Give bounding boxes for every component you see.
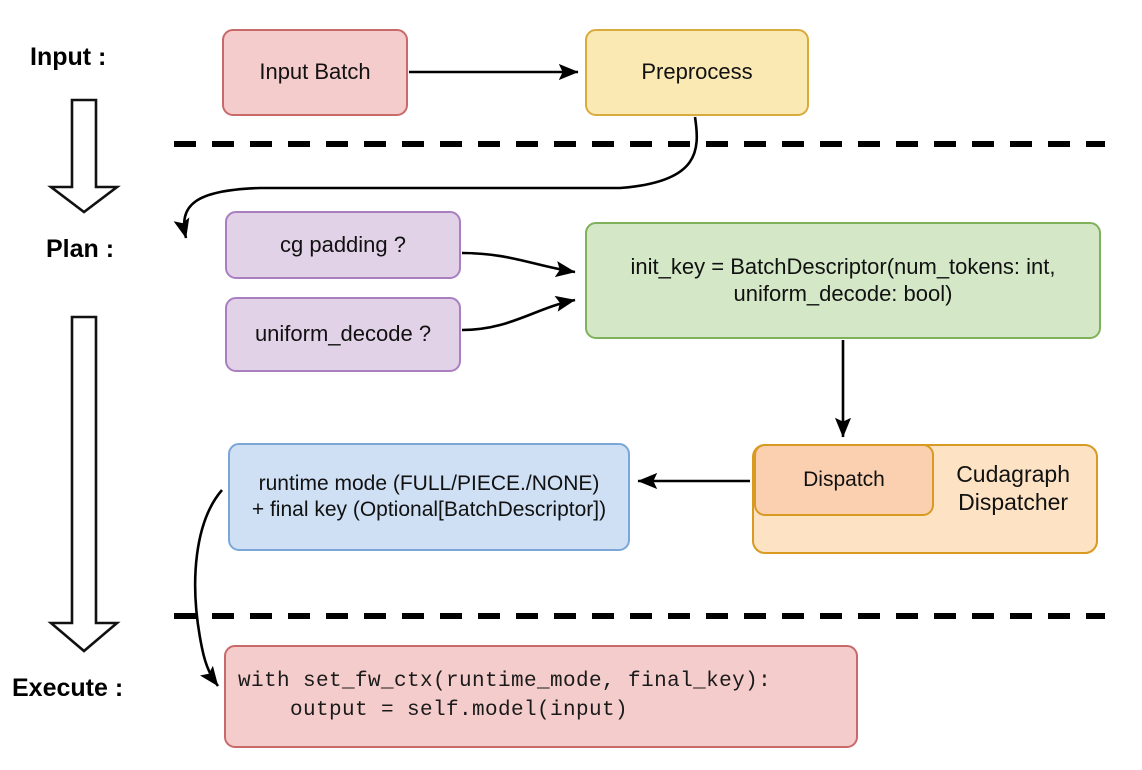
node-cg-padding[interactable]: cg padding ? bbox=[225, 211, 461, 279]
node-runtime-mode[interactable]: runtime mode (FULL/PIECE./NONE) + final … bbox=[228, 443, 630, 551]
cudagraph-dispatcher-label: Cudagraph Dispatcher bbox=[956, 461, 1070, 515]
node-execute-code[interactable]: with set_fw_ctx(runtime_mode, final_key)… bbox=[224, 645, 858, 748]
runtime-mode-to-execute-code-edge bbox=[193, 489, 223, 687]
node-preprocess[interactable]: Preprocess bbox=[585, 29, 809, 116]
cg-padding-to-init-key-edge bbox=[461, 251, 576, 278]
node-input-batch[interactable]: Input Batch bbox=[222, 29, 408, 116]
plan-to-execute-arrow bbox=[47, 315, 121, 653]
uniform-decode-to-init-key-edge bbox=[461, 295, 576, 332]
stage-label-plan: Plan : bbox=[46, 235, 115, 263]
stage-label-execute: Execute : bbox=[12, 674, 124, 702]
stage-label-input: Input : bbox=[30, 43, 107, 71]
node-init-key[interactable]: init_key = BatchDescriptor(num_tokens: i… bbox=[585, 222, 1101, 339]
execute-code-text: with set_fw_ctx(runtime_mode, final_key)… bbox=[238, 670, 772, 722]
node-uniform-decode[interactable]: uniform_decode ? bbox=[225, 297, 461, 372]
input-to-plan-arrow bbox=[47, 98, 121, 214]
node-dispatch[interactable]: Dispatch bbox=[754, 444, 934, 516]
